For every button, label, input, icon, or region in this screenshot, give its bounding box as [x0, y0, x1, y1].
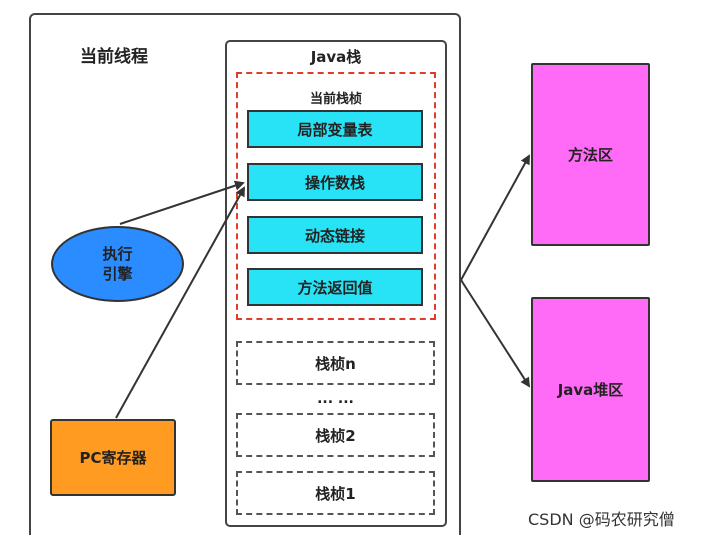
- java-stack-label: Java栈: [310, 48, 362, 66]
- stack-to-method-area-arrow: [460, 154, 530, 281]
- local-variable-table: 局部变量表: [247, 110, 423, 148]
- dynamic-linking: 动态链接: [247, 216, 423, 254]
- pc-to-operand-stack-arrow: [115, 186, 245, 419]
- current-thread-label: 当前线程: [80, 47, 148, 67]
- pc-register: PC寄存器: [50, 419, 176, 496]
- execution-engine-line1: 执行: [102, 245, 133, 263]
- frames-ellipsis: ... ...: [317, 391, 354, 407]
- engine-to-operand-stack-arrow: [119, 180, 245, 225]
- watermark: CSDN @码农研究僧: [528, 510, 675, 529]
- execution-engine-line2: 引擎: [102, 265, 133, 283]
- stack-frame-n: 栈桢n: [236, 341, 435, 385]
- method-area: 方法区: [531, 63, 650, 246]
- stack-frame-2: 栈桢2: [236, 413, 435, 457]
- stack-to-heap-arrow: [460, 279, 531, 388]
- execution-engine: 执行 引擎: [51, 226, 184, 302]
- current-frame-label: 当前栈桢: [309, 92, 362, 107]
- return-address: 方法返回值: [247, 268, 423, 306]
- java-heap: Java堆区: [531, 297, 650, 482]
- java-stack-box: [225, 40, 447, 527]
- current-thread-box: [29, 13, 461, 535]
- stack-frame-1: 栈桢1: [236, 471, 435, 515]
- operand-stack: 操作数栈: [247, 163, 423, 201]
